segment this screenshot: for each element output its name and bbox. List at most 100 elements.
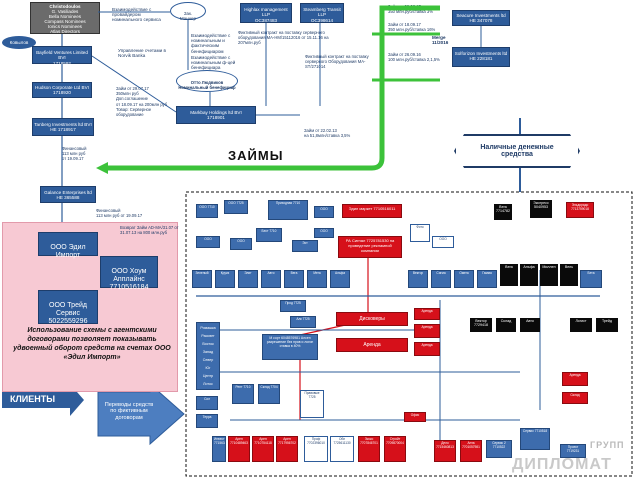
watermark-top: ГРУПП xyxy=(590,440,625,450)
company-seacure: Seacure Investments ltd HE 347078 xyxy=(452,10,510,26)
company-name: Hudson Corporate Ltd BVI xyxy=(35,85,89,90)
bottom-blue-box: Инвест 7715634 xyxy=(212,436,226,462)
company-code: 1718592 xyxy=(53,60,71,66)
bottom-red-box: Дело 7715460813 xyxy=(434,440,456,462)
black-box: Вель xyxy=(560,264,578,286)
company-markbay: Markbay Holdings ltd BVI 1718901 xyxy=(176,106,256,124)
row-box: Элит xyxy=(238,270,258,288)
red-box: Аренда xyxy=(414,342,440,356)
company-code: OC387483 xyxy=(254,17,278,23)
bottom-box: Проф 7702396010 xyxy=(304,436,328,462)
scheme-explanation: Использование схемы с агентскими договор… xyxy=(13,327,171,361)
side-list-item: Рассвет xyxy=(201,334,215,338)
discovery-box: Дисковеры xyxy=(336,312,408,326)
company-code: HE 1718917 xyxy=(50,127,76,133)
ooo-edil-label: ООО Эдил Импорт xyxy=(50,244,86,259)
company-name: Steamberg Transit LLP xyxy=(303,7,341,18)
small-box: ООО 7710 xyxy=(196,204,218,218)
small-box: Алк 7725 xyxy=(290,316,316,328)
ooo-treid-label: ООО Трейд Сервис 5022559296 xyxy=(48,302,88,325)
company-steamberg: Steamberg Transit LLP OC398614 xyxy=(300,3,344,23)
small-box: ООО xyxy=(196,236,220,248)
black-box: Склад xyxy=(496,318,516,332)
nominee-name: Ionics Nominees xyxy=(48,24,82,29)
row-box: Круиз xyxy=(215,270,235,288)
red-box: Склад xyxy=(562,392,588,404)
bottom-box: Обл 7725611130 xyxy=(330,436,354,462)
m-sort-box: М сорт 6048576981 Алсен разрешение без п… xyxy=(262,334,318,360)
nominee-directors-box: Christodoulos G. Vasiliades Bella Nomine… xyxy=(30,2,100,34)
cash-label: Наличные денежные средства xyxy=(480,144,554,158)
side-list-item: Юг xyxy=(205,366,211,370)
service-note: Взаимодействие с провайдером номинальног… xyxy=(112,7,161,23)
company-code: HE 347078 xyxy=(469,18,493,24)
company-highlax: Highlax management LLP OC387483 xyxy=(240,3,292,23)
row-box: Омега xyxy=(454,270,474,288)
small-box: ООО xyxy=(432,236,454,248)
contract-steamberg-note: Фиктивный контракт на поставку серверног… xyxy=(305,54,369,70)
bottom-red-box: Стройт 7709870004 xyxy=(384,436,406,462)
ooo-edil: ООО Эдил Импорт xyxy=(38,232,98,259)
row-box: Альфа xyxy=(330,270,350,288)
side-list-item: Запад xyxy=(202,350,214,354)
black-box: Трейд xyxy=(596,318,618,332)
company-name: Seacure Investments ltd xyxy=(456,13,506,18)
ooo-houm: ООО Хоум Апплайнс 7710516184 xyxy=(100,256,158,291)
nominee-name: Christodoulos xyxy=(49,4,81,9)
black-box: Миллен xyxy=(540,264,558,286)
interaction-note: Взаимодействие с номинальным и фактическ… xyxy=(191,33,231,54)
small-box: Рент 7710 xyxy=(232,384,254,404)
kovylov-label: Ковылов xyxy=(9,40,29,45)
return-note: Возврат Займ AD-MA/31.07 от 31.07.13 на … xyxy=(120,225,179,236)
clients-label: КЛИЕНТЫ xyxy=(10,394,56,404)
loan-seacure-note-1: Займ от 09.06.17 350 млн.руб/ставка 3% xyxy=(388,4,433,15)
small-box: Правовые 7725 xyxy=(300,390,324,418)
red-box: Аренда xyxy=(562,372,588,386)
company-bayfield: Bayfield Ventures Limited BVI 1718592 xyxy=(32,46,92,66)
red-box: Аренда xyxy=(414,308,440,320)
edil-market-box: Эдил маркет 7710516011 xyxy=(342,204,402,218)
side-list-item: Лотос xyxy=(203,382,213,386)
side-list-item: Север xyxy=(202,358,214,362)
merge-label: Merge 11/2016 xyxy=(432,35,449,46)
red-box: Офис xyxy=(404,412,426,422)
bottom-red-box: Экско 7707846701 xyxy=(358,436,380,462)
small-box: ООО xyxy=(314,206,334,218)
black-box: Логист xyxy=(570,318,592,332)
small-box: Прод 7725 xyxy=(280,300,306,312)
small-box: Эст xyxy=(292,240,318,252)
row-box: Гамма xyxy=(477,270,497,288)
small-box: Терра xyxy=(196,414,218,428)
company-name: Highlax management LLP xyxy=(244,7,288,18)
bottom-red-box: Арен 7717956702 xyxy=(276,436,298,462)
nominee-name: Bella Nominees xyxy=(48,14,82,19)
company-code: OC398614 xyxy=(310,17,334,23)
side-list-item: Восток xyxy=(202,342,214,346)
management-note: Управление счетами в Norvik Banka xyxy=(118,48,166,59)
black-box: Авто xyxy=(520,318,540,332)
small-box: Фото xyxy=(410,224,430,242)
financing-galance-note: Финансовый 113 млн руб от 19.09.17 xyxy=(96,208,143,219)
company-name: Galance Enterprises ltd xyxy=(44,190,92,195)
company-code: HE 365588 xyxy=(56,195,80,201)
interaction-note-2: Взаимодействие с номинальным ф-цей бенеф… xyxy=(191,55,236,71)
arenda-box: Аренда xyxy=(336,338,408,352)
row-box: Бета xyxy=(580,270,602,288)
bottom-red-box: Арен 7710754118 xyxy=(252,436,274,462)
green-arrow-head xyxy=(96,162,108,174)
row-box: Зеленый xyxy=(192,270,212,288)
small-box: Приходная 7710 xyxy=(268,200,308,220)
nominee-name: Compass Nominees xyxy=(44,19,86,24)
company-name: Tanberg Investments ltd BVI xyxy=(34,122,92,127)
loans-label: ЗАЙМЫ xyxy=(228,148,284,163)
loan-seacure-note-2: Займ от 18.09.17 350 млн.руб/ставка 16% xyxy=(388,22,436,33)
kovylov-ellipse: Ковылов xyxy=(2,36,36,49)
row-box: Вектор xyxy=(408,270,428,288)
black-box: Вега xyxy=(500,264,518,286)
red-box: Аренда xyxy=(414,324,440,338)
black-box: Вектор 7729418 xyxy=(470,318,492,332)
small-box: ООО xyxy=(314,228,334,238)
small-box: ООО xyxy=(230,238,252,250)
ooo-houm-label: ООО Хоум Апплайнс 7710516184 xyxy=(109,268,149,291)
nominee-name: G. Vasiliades xyxy=(51,9,79,14)
